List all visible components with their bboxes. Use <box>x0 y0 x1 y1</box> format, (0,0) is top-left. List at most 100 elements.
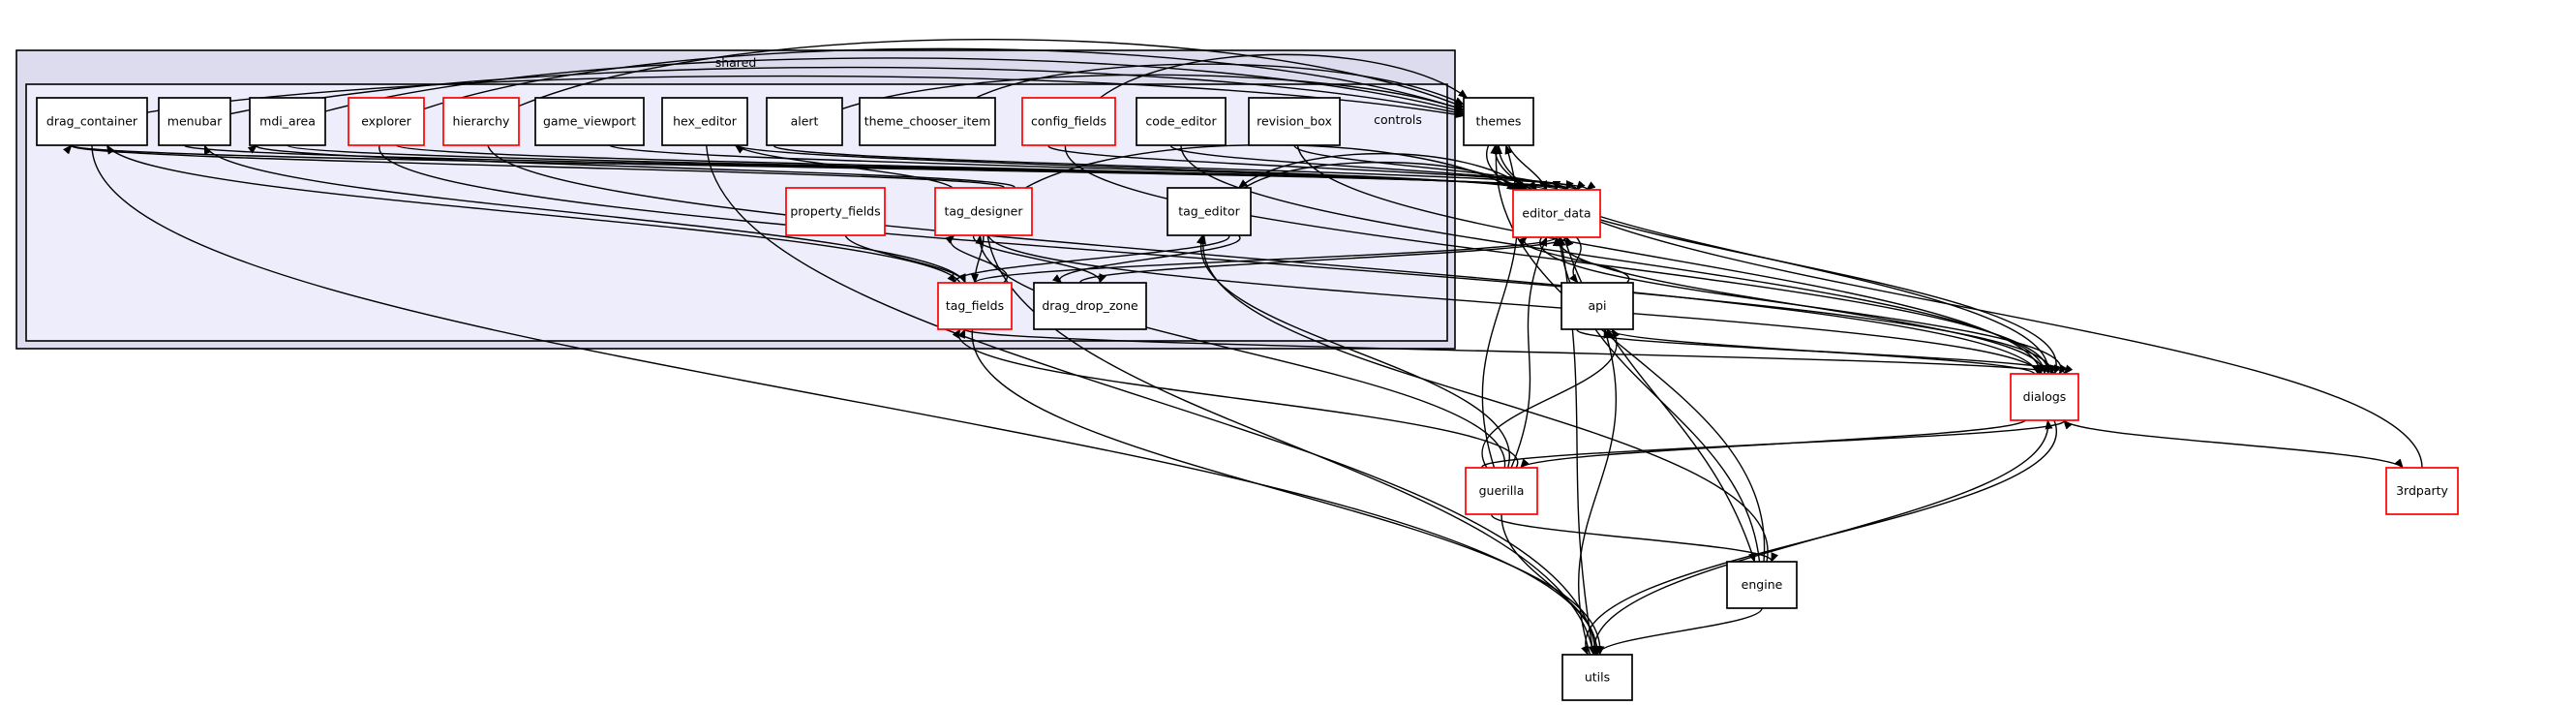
node-guerilla-label: guerilla <box>1479 483 1525 498</box>
node-engine[interactable]: engine <box>1726 561 1798 609</box>
node-revision_box-label: revision_box <box>1257 114 1332 129</box>
node-drag_drop_zone-label: drag_drop_zone <box>1042 298 1138 313</box>
edge-mdi_area-to-themes <box>324 57 1465 114</box>
node-alert-box[interactable] <box>766 97 843 146</box>
node-dialogs-box[interactable] <box>2010 373 2079 421</box>
edge-guerilla-to-utils <box>1500 513 1601 656</box>
node-dialogs[interactable]: dialogs <box>2010 373 2079 421</box>
edge-utils-to-dialogs <box>1593 419 2053 656</box>
node-alert[interactable]: alert <box>766 97 843 146</box>
edge-explorer-to-dialogs <box>379 144 2057 375</box>
edge-3rdparty-to-themes <box>1495 144 2423 469</box>
cluster-controls-label: controls <box>1374 112 1422 127</box>
node-utils-label: utils <box>1585 670 1610 685</box>
node-drag_drop_zone[interactable]: drag_drop_zone <box>1033 282 1147 330</box>
node-hex_editor-label: hex_editor <box>673 114 738 129</box>
edge-tag_fields-to-utils <box>971 328 1605 656</box>
edge-theme_chooser_item-to-themes <box>975 63 1465 106</box>
node-drag_container-label: drag_container <box>46 114 138 129</box>
node-3rdparty-box[interactable] <box>2385 467 2459 515</box>
node-game_viewport-label: game_viewport <box>543 114 636 129</box>
edge-tag_designer-to-drag_container <box>63 144 1005 189</box>
node-revision_box[interactable]: revision_box <box>1248 97 1341 146</box>
node-tag_fields-label: tag_fields <box>946 298 1004 313</box>
node-api-label: api <box>1588 298 1606 313</box>
edge-utils-to-api <box>1577 328 1618 656</box>
node-drag_container-box[interactable] <box>36 97 148 146</box>
node-engine-box[interactable] <box>1726 561 1798 609</box>
edge-dialogs-to-3rdparty <box>2063 419 2404 469</box>
node-3rdparty[interactable]: 3rdparty <box>2385 467 2459 515</box>
node-mdi_area-box[interactable] <box>249 97 326 146</box>
node-dialogs-label: dialogs <box>2023 389 2067 404</box>
edge-dialogs-to-editor_data <box>1553 236 2046 375</box>
node-hierarchy-box[interactable] <box>442 97 520 146</box>
node-tag_designer[interactable]: tag_designer <box>934 187 1033 236</box>
edge-dialogs-to-themes <box>1490 144 2049 375</box>
edge-tag_editor-to-tag_fields <box>947 234 1229 284</box>
node-menubar[interactable]: menubar <box>158 97 231 146</box>
edge-dialogs-to-guerilla <box>1520 419 2026 469</box>
node-theme_chooser_item-box[interactable] <box>859 97 996 146</box>
node-code_editor-label: code_editor <box>1145 114 1217 129</box>
node-tag_fields-box[interactable] <box>937 282 1013 330</box>
node-hierarchy-label: hierarchy <box>453 114 511 129</box>
node-hex_editor-box[interactable] <box>661 97 748 146</box>
edge-engine-to-utils <box>1593 607 1763 656</box>
node-api[interactable]: api <box>1561 282 1634 330</box>
node-api-box[interactable] <box>1561 282 1634 330</box>
edge-guerilla-to-engine <box>1491 513 1778 563</box>
node-tag_editor-box[interactable] <box>1167 187 1252 236</box>
node-drag_drop_zone-box[interactable] <box>1033 282 1147 330</box>
node-themes-box[interactable] <box>1463 97 1534 146</box>
edge-property_fields-to-tag_fields <box>844 234 966 284</box>
node-mdi_area[interactable]: mdi_area <box>249 97 326 146</box>
edge-guerilla-to-tag_designer <box>975 234 1506 469</box>
node-code_editor-box[interactable] <box>1136 97 1227 146</box>
edge-api-to-editor_data <box>1517 236 1630 284</box>
edge-hex_editor-to-utils <box>706 144 1599 656</box>
node-themes[interactable]: themes <box>1463 97 1534 146</box>
edge-tag_designer-to-dialogs <box>987 234 2042 375</box>
node-tag_fields[interactable]: tag_fields <box>937 282 1013 330</box>
node-config_fields-box[interactable] <box>1021 97 1116 146</box>
node-themes-label: themes <box>1476 114 1522 129</box>
node-hex_editor[interactable]: hex_editor <box>661 97 748 146</box>
node-property_fields-box[interactable] <box>785 187 886 236</box>
node-layer: drag_container menubar mdi_area explorer hie… <box>36 97 2459 701</box>
node-menubar-box[interactable] <box>158 97 231 146</box>
node-theme_chooser_item[interactable]: theme_chooser_item <box>859 97 996 146</box>
node-editor_data-box[interactable] <box>1512 189 1601 238</box>
node-menubar-label: menubar <box>167 114 223 129</box>
node-utils[interactable]: utils <box>1561 654 1633 701</box>
node-tag_editor[interactable]: tag_editor <box>1167 187 1252 236</box>
node-tag_designer-box[interactable] <box>934 187 1033 236</box>
node-mdi_area-label: mdi_area <box>259 114 316 129</box>
node-explorer-box[interactable] <box>348 97 425 146</box>
edge-tag_designer-to-utils <box>986 234 1596 656</box>
edge-engine-to-themes <box>1492 144 1766 563</box>
node-property_fields[interactable]: property_fields <box>785 187 886 236</box>
node-utils-box[interactable] <box>1561 654 1633 701</box>
node-hierarchy[interactable]: hierarchy <box>442 97 520 146</box>
node-explorer-label: explorer <box>361 114 411 129</box>
node-game_viewport[interactable]: game_viewport <box>534 97 645 146</box>
edge-hex_editor-to-editor_data <box>734 144 1528 191</box>
edge-tag_designer-to-mdi_area <box>247 144 1015 189</box>
node-game_viewport-box[interactable] <box>534 97 645 146</box>
edge-tag_designer-to-hex_editor <box>734 144 954 189</box>
node-revision_box-box[interactable] <box>1248 97 1341 146</box>
node-drag_container[interactable]: drag_container <box>36 97 148 146</box>
node-config_fields[interactable]: config_fields <box>1021 97 1116 146</box>
node-explorer[interactable]: explorer <box>348 97 425 146</box>
node-editor_data[interactable]: editor_data <box>1512 189 1601 238</box>
node-editor_data-label: editor_data <box>1522 206 1591 221</box>
node-code_editor[interactable]: code_editor <box>1136 97 1227 146</box>
edge-config_fields-to-themes <box>1099 53 1469 99</box>
edge-tag_editor-to-editor_data <box>1244 161 1524 191</box>
edge-code_editor-to-editor_data <box>1169 144 1574 191</box>
edge-guerilla-to-editor_data <box>1510 236 1548 469</box>
node-guerilla-box[interactable] <box>1465 467 1538 515</box>
node-guerilla[interactable]: guerilla <box>1465 467 1538 515</box>
